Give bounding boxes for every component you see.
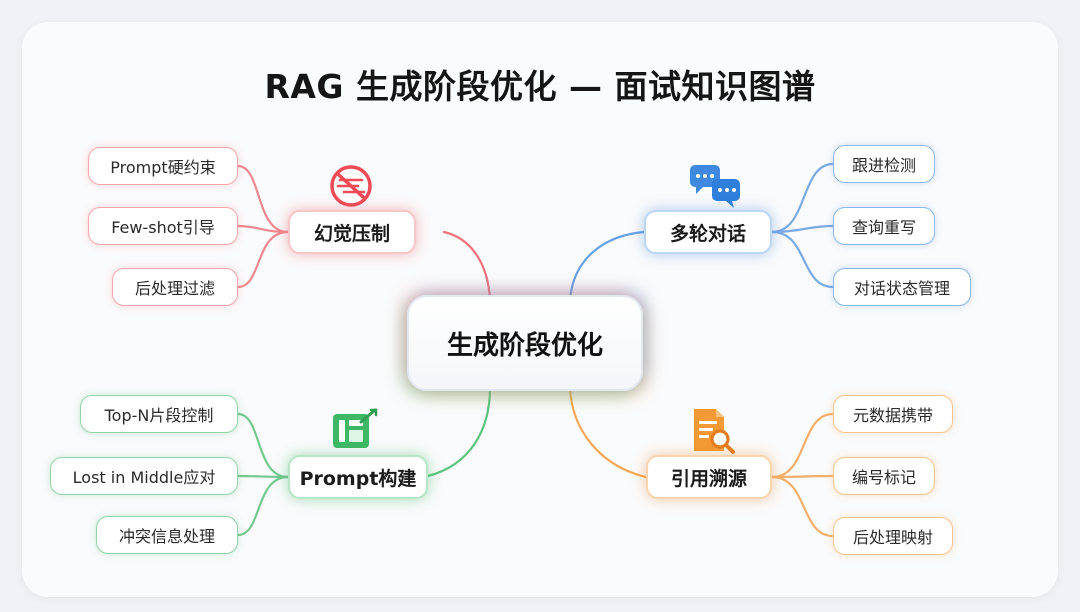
connector-citation-leaf-1: [770, 412, 835, 479]
chat-bubbles-icon: [690, 165, 740, 208]
connector-prompt-leaf-1: [236, 412, 290, 479]
leaf-number-marking[interactable]: 编号标记: [833, 457, 935, 495]
branch-prompt[interactable]: Prompt构建: [288, 455, 428, 499]
connector-multiturn-leaf-2: [770, 224, 835, 234]
leaf-post-filter[interactable]: 后处理过滤: [112, 268, 238, 306]
connector-multiturn-leaf-3: [770, 230, 835, 289]
connector-citation-leaf-2: [770, 474, 835, 479]
connector-center-citation: [568, 386, 648, 479]
connector-multiturn-leaf-1: [770, 162, 835, 234]
leaf-followup-detection[interactable]: 跟进检测: [833, 145, 935, 183]
connector-hallucination-leaf-3: [236, 230, 290, 289]
center-node[interactable]: 生成阶段优化: [407, 295, 643, 391]
leaf-post-mapping[interactable]: 后处理映射: [833, 517, 953, 555]
connector-hallucination-leaf-2: [236, 224, 290, 234]
leaf-lost-in-middle[interactable]: Lost in Middle应对: [50, 457, 238, 495]
leaf-metadata-carry[interactable]: 元数据携带: [833, 395, 953, 433]
connector-center-prompt: [426, 386, 492, 478]
document-search-icon: [694, 409, 735, 454]
leaf-dialog-state-mgmt[interactable]: 对话状态管理: [833, 268, 971, 306]
page-title: RAG 生成阶段优化 — 面试知识图谱: [264, 67, 816, 106]
leaf-query-rewrite[interactable]: 查询重写: [833, 207, 935, 245]
branch-multiturn[interactable]: 多轮对话: [644, 210, 772, 254]
connector-center-multiturn: [568, 230, 646, 302]
branch-citation[interactable]: 引用溯源: [646, 455, 772, 499]
connector-hallucination-leaf-1: [236, 164, 290, 234]
leaf-prompt-hard-constraint[interactable]: Prompt硬约束: [88, 147, 238, 185]
no-hallucination-icon: [330, 165, 372, 207]
connector-center-hallucination: [442, 230, 492, 302]
connector-prompt-leaf-2: [236, 474, 290, 479]
leaf-top-n-chunks[interactable]: Top-N片段控制: [80, 395, 238, 433]
branch-hallucination[interactable]: 幻觉压制: [288, 210, 416, 254]
connector-prompt-leaf-3: [236, 475, 290, 537]
prompt-build-icon: [333, 408, 378, 448]
leaf-few-shot-guide[interactable]: Few-shot引导: [88, 207, 238, 245]
connector-citation-leaf-3: [770, 475, 835, 538]
leaf-conflict-handling[interactable]: 冲突信息处理: [96, 516, 238, 554]
